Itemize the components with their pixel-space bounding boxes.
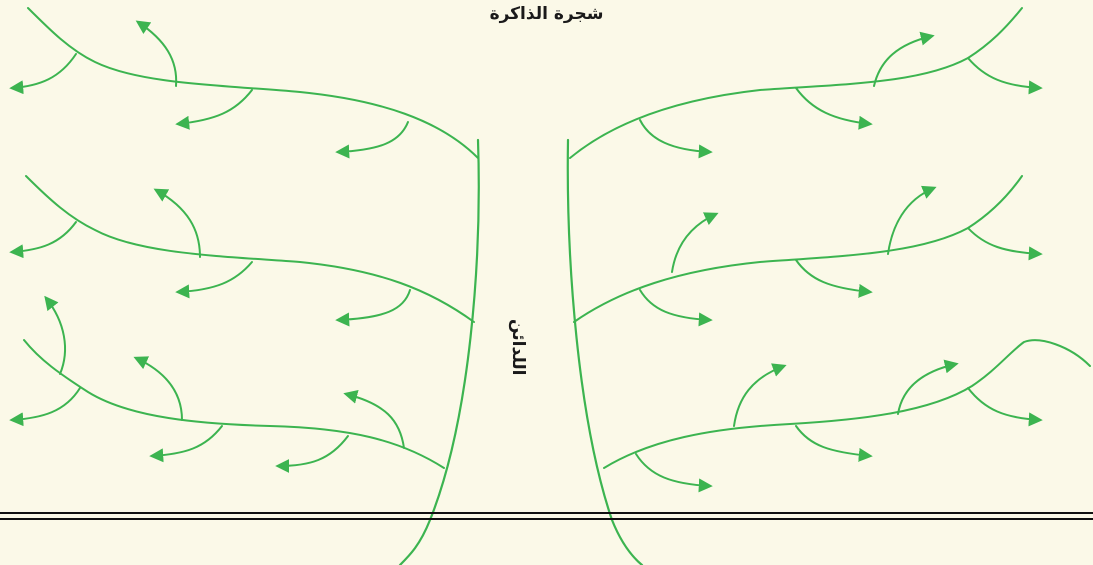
- sub-branch: [346, 394, 404, 448]
- diagram-title: شجرة الذاكرة: [0, 4, 1093, 24]
- sub-branch: [156, 190, 200, 257]
- sub-branch: [178, 262, 252, 292]
- sub-branch: [796, 88, 870, 124]
- sub-branch: [46, 298, 65, 374]
- right-branches: [570, 8, 1090, 486]
- sub-branch: [968, 228, 1040, 254]
- sub-branch: [898, 364, 956, 414]
- branch-left-3: [24, 340, 444, 468]
- branch-right-3: [604, 340, 1090, 468]
- sub-branch: [968, 388, 1040, 420]
- sub-branch: [152, 426, 222, 456]
- branch-left-2: [26, 176, 474, 322]
- sub-branch: [278, 436, 348, 466]
- sub-branch: [640, 120, 710, 152]
- left-branches: [12, 8, 478, 468]
- sub-branch: [12, 222, 76, 252]
- branch-left-1: [28, 8, 478, 158]
- sub-branch: [796, 260, 870, 292]
- sub-branch: [12, 54, 76, 88]
- sub-branch: [734, 366, 784, 426]
- trunk-label: اللدائن: [488, 292, 528, 402]
- sub-branch: [968, 58, 1040, 88]
- sub-branch: [640, 290, 710, 320]
- branch-right-2: [574, 176, 1022, 322]
- sub-branch: [12, 388, 80, 420]
- sub-branch: [136, 358, 182, 420]
- sub-branch: [338, 290, 410, 320]
- trunk-left-line: [400, 140, 479, 565]
- sub-branch: [636, 454, 710, 486]
- sub-branch: [796, 426, 870, 456]
- sub-branch: [672, 214, 716, 272]
- sub-branch: [338, 122, 408, 152]
- trunk-right-line: [568, 140, 642, 565]
- separator-rule: [0, 513, 1093, 519]
- sub-branch: [178, 90, 252, 124]
- branch-right-1: [570, 8, 1022, 158]
